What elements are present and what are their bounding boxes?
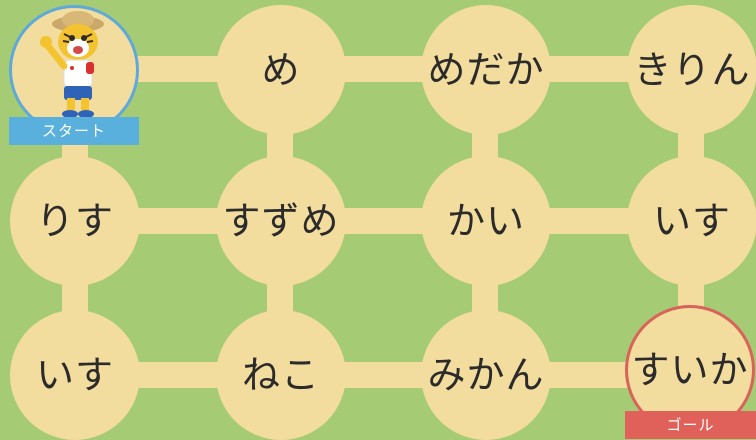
node-r1-c4[interactable]: きりん [627, 5, 756, 135]
path-row-3 [75, 362, 695, 388]
path-row-1 [75, 56, 695, 82]
node-word: め [261, 48, 301, 92]
node-word: きりん [633, 48, 751, 92]
start-node[interactable] [9, 5, 139, 135]
node-word: みかん [427, 353, 545, 397]
node-word: ねこ [241, 353, 320, 397]
node-r3-c1[interactable]: いす [10, 310, 140, 440]
node-r1-c2[interactable]: め [216, 5, 346, 135]
node-word: すいか [631, 348, 749, 392]
node-word: めだか [427, 48, 545, 92]
goal-badge: ゴール [625, 411, 756, 439]
node-r3-c3[interactable]: みかん [421, 310, 551, 440]
node-word: すずめ [222, 199, 340, 243]
start-badge: スタート [9, 117, 139, 145]
node-r2-c1[interactable]: りす [10, 156, 140, 286]
node-r2-c2[interactable]: すずめ [216, 156, 346, 286]
node-word: いす [35, 353, 114, 397]
node-r2-c4[interactable]: いす [627, 156, 756, 286]
node-r1-c3[interactable]: めだか [421, 5, 551, 135]
node-r3-c2[interactable]: ねこ [216, 310, 346, 440]
node-r2-c3[interactable]: かい [421, 156, 551, 286]
node-word: りす [35, 199, 114, 243]
node-word: いす [652, 199, 731, 243]
path-row-2 [75, 208, 695, 234]
node-word: かい [446, 199, 525, 243]
tiger-mascot-icon [40, 11, 104, 118]
